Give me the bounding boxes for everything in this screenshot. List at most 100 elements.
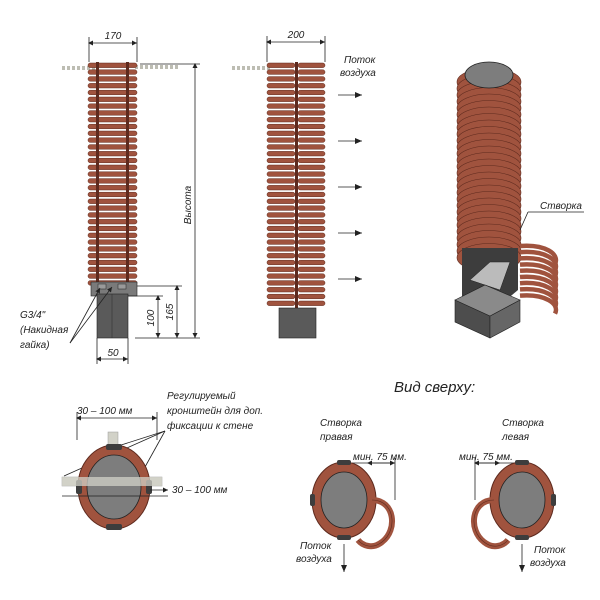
side-slat-left — [266, 219, 296, 225]
front-slat — [87, 246, 138, 252]
side-slat-right — [297, 212, 326, 218]
front-slat — [87, 253, 138, 259]
bracket-dim-side: 30 – 100 мм — [172, 485, 228, 496]
thread-label-1: G3/4" — [20, 310, 46, 321]
front-height-label: Высота — [183, 185, 194, 224]
side-slat-right — [297, 178, 326, 184]
side-airflow-label-2: воздуха — [340, 68, 376, 79]
side-slat-left — [266, 117, 296, 123]
side-slat-right — [297, 205, 326, 211]
side-slat-left — [266, 130, 296, 136]
side-slat-left — [266, 280, 296, 286]
side-slat-left — [266, 198, 296, 204]
side-slat-left — [266, 151, 296, 157]
side-slat-right — [297, 151, 326, 157]
front-dim-50: 50 — [107, 348, 119, 359]
front-slat — [87, 103, 138, 109]
front-dim-100: 100 — [146, 309, 157, 326]
front-view: 170 Высота 165 100 50 G3/4" (Накидная га… — [20, 31, 200, 364]
left-airflow-label-1: Поток — [534, 545, 567, 556]
front-slat — [87, 96, 138, 102]
front-dim-165: 165 — [165, 303, 176, 320]
top-views: Вид сверху: Створка правая мин. 75 мм. П… — [296, 379, 567, 572]
side-slat-right — [297, 280, 326, 286]
bracket-view: Регулируемый кронштейн для доп. фиксации… — [61, 391, 263, 530]
front-slat — [87, 232, 138, 238]
front-width-dim: 170 — [105, 31, 122, 42]
side-slat-right — [297, 69, 326, 75]
front-steel-pipe — [96, 293, 129, 339]
side-slat-right — [297, 157, 326, 164]
side-slat-right — [297, 273, 326, 279]
front-slat — [87, 266, 138, 272]
side-slat-left — [266, 83, 296, 89]
left-flap-label-1: Створка — [502, 418, 544, 429]
side-slat-right — [297, 219, 326, 225]
front-slat — [87, 273, 138, 279]
iso-flap-label: Створка — [540, 201, 582, 212]
side-slat-left — [266, 62, 296, 68]
front-slat — [87, 219, 138, 225]
bracket-clamp-top — [106, 444, 122, 450]
side-slat-left — [266, 273, 296, 279]
fitting-left — [97, 283, 107, 290]
side-slat-left — [266, 123, 296, 130]
side-slat-right — [297, 62, 326, 68]
iso-flap-slat — [519, 293, 559, 315]
left-flap-label-2: левая — [501, 432, 530, 443]
side-slat-right — [297, 191, 326, 198]
side-slat-left — [266, 144, 296, 150]
side-slat-left — [266, 225, 296, 232]
side-slat-right — [297, 89, 326, 96]
left-airflow-label-2: воздуха — [530, 558, 566, 569]
side-slat-right — [297, 198, 326, 204]
side-post-mid — [295, 62, 298, 310]
iso-ring-stack — [456, 67, 522, 272]
side-slat-left — [266, 266, 296, 272]
bracket-arm-over — [62, 477, 162, 486]
side-slat-left — [266, 191, 296, 198]
side-slat-left — [266, 96, 296, 102]
bracket-heater-inner — [86, 454, 142, 520]
iso-top-glass — [464, 61, 514, 89]
side-slat-right — [297, 103, 326, 109]
isometric-view: Створка — [454, 61, 584, 339]
side-slat-right — [297, 239, 326, 245]
front-slat — [87, 225, 138, 232]
front-slat — [87, 130, 138, 136]
front-slat — [87, 110, 138, 116]
thread-label-2: (Накидная — [20, 325, 69, 336]
side-slat-right — [297, 117, 326, 123]
front-post-left — [96, 62, 99, 284]
side-slat-right — [297, 83, 326, 89]
front-slat — [87, 117, 138, 123]
front-slat — [87, 259, 138, 266]
bracket-clamp-bottom — [106, 524, 122, 530]
side-slat-right — [297, 144, 326, 150]
front-slat — [87, 171, 138, 177]
side-slat-left — [266, 171, 296, 177]
side-view: 200 Поток воздуха — [232, 30, 377, 339]
side-slat-right — [297, 232, 326, 238]
bracket-label-2: кронштейн для доп. — [167, 406, 263, 417]
front-slat — [87, 69, 138, 75]
iso-open-flap — [519, 243, 559, 315]
left-heater-glass — [498, 471, 546, 529]
side-slat-right — [297, 123, 326, 130]
front-slat — [87, 178, 138, 184]
side-slat-left — [266, 287, 296, 293]
side-slat-right — [297, 266, 326, 272]
side-slat-right — [297, 293, 326, 300]
side-slat-left — [266, 137, 296, 143]
side-slat-left — [266, 239, 296, 245]
side-slat-left — [266, 89, 296, 96]
side-slat-left — [266, 246, 296, 252]
side-slat-right — [297, 171, 326, 177]
front-slat — [87, 191, 138, 198]
side-slat-right — [297, 76, 326, 82]
side-steel-pipe — [278, 307, 317, 339]
side-slat-left — [266, 205, 296, 211]
right-flap-label-2: правая — [320, 432, 353, 443]
bracket-label-3: фиксации к стене — [167, 420, 254, 432]
side-slat-right — [297, 185, 326, 191]
